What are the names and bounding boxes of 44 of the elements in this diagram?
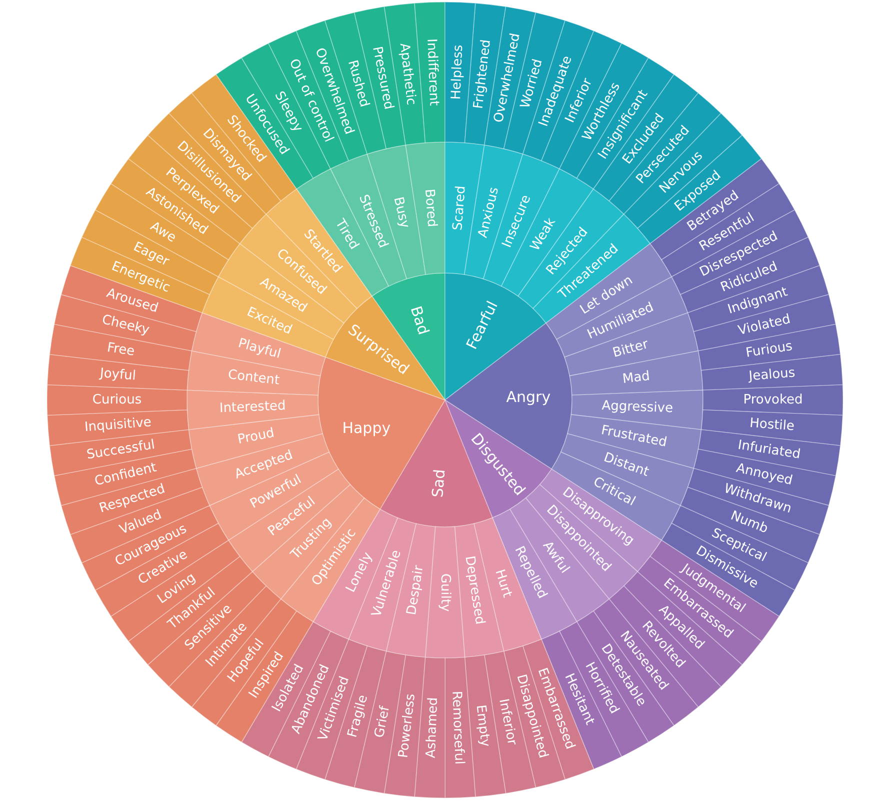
emotion-label: Frightened [471, 38, 494, 110]
emotion-label: Playful [236, 336, 282, 362]
emotion-label: Inferior [496, 698, 520, 746]
emotion-label: Bitter [611, 336, 650, 361]
emotion-label: Provoked [743, 392, 803, 408]
emotion-label: Anxious [476, 186, 502, 240]
emotion-label: Helpless [449, 44, 466, 100]
emotion-label: Furious [744, 338, 794, 361]
emotion-label: Cheeky [100, 312, 151, 338]
emotion-label: Inquisitive [84, 415, 152, 436]
emotion-label: Joyful [99, 366, 136, 384]
emotion-label: Proud [236, 426, 276, 448]
emotion-label: Grief [372, 705, 393, 739]
emotion-label: Remorseful [448, 690, 466, 765]
emotion-label: Interested [219, 398, 286, 416]
emotion-label: Curious [92, 392, 142, 408]
emotion-label: Busy [390, 195, 412, 230]
emotion-label: Sad [428, 468, 449, 498]
emotion-label: Scared [450, 185, 469, 231]
emotion-label: Bored [421, 188, 440, 228]
emotion-label: Pressured [369, 45, 396, 111]
emotion-label: Ashamed [424, 697, 442, 758]
emotion-label: Empty [472, 704, 492, 748]
emotion-label: Apathetic [396, 42, 418, 106]
emotion-label: Fragile [345, 693, 372, 740]
emotion-label: Violated [736, 312, 792, 339]
emotion-label: Hurt [492, 568, 515, 600]
emotion-label: Hostile [749, 416, 795, 434]
emotion-label: Bad [406, 304, 433, 337]
emotion-label: Aggressive [601, 398, 674, 416]
emotion-label: Guilty [438, 573, 452, 612]
emotion-label: Indifferent [424, 38, 442, 106]
emotion-label: Successful [86, 437, 156, 463]
emotion-label: Frustrated [600, 422, 668, 450]
emotion-label: Free [106, 340, 136, 360]
emotion-label: Powerless [396, 692, 419, 759]
emotion-label: Angry [506, 388, 551, 406]
emotion-label: Jealous [748, 366, 796, 384]
emotion-label: Content [227, 368, 280, 388]
emotion-label: Happy [342, 419, 391, 438]
emotion-label: Depressed [462, 554, 488, 626]
emotion-label: Mad [622, 368, 651, 387]
emotion-label: Infuriated [736, 438, 802, 462]
emotion-label: Despair [404, 564, 427, 616]
